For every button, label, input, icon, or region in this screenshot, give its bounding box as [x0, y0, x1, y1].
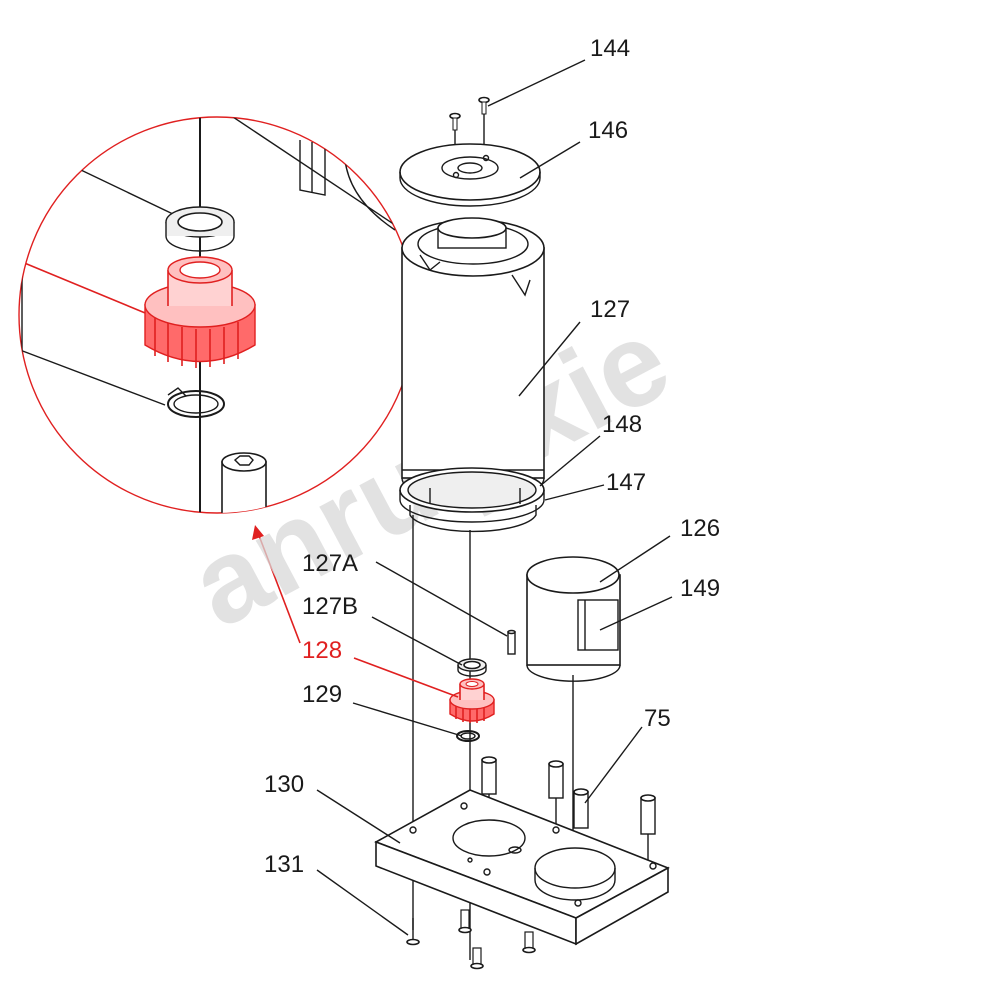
zoom-arrow	[252, 525, 301, 644]
callout-144: 144	[590, 35, 630, 62]
callout-130: 130	[264, 771, 304, 798]
callout-131: 131	[264, 851, 304, 878]
zoom-socket-screw	[221, 452, 267, 513]
callout-127: 127	[590, 296, 630, 323]
callout-labels: 144 146 127 148 147 126 149 127A 127B 12…	[264, 35, 720, 878]
part-148-147-base-rings	[399, 467, 545, 533]
callout-128: 128	[302, 637, 342, 664]
leader-lines	[316, 59, 673, 936]
callout-149: 149	[680, 575, 720, 602]
screw-b	[548, 760, 564, 828]
callout-75: 75	[644, 705, 671, 732]
callout-146: 146	[588, 117, 628, 144]
part-127b-bearing	[457, 658, 487, 677]
callout-129: 129	[302, 681, 342, 708]
zoom-retaining-ring	[167, 387, 225, 418]
detail-zoom-view	[18, 116, 416, 514]
callout-127b: 127B	[302, 593, 358, 620]
part-131-screws	[406, 909, 536, 970]
part-127a-pin	[507, 629, 516, 655]
zoom-bearing-ring	[165, 206, 235, 252]
part-130-base-plate	[374, 789, 670, 946]
part-127-motor	[401, 217, 545, 504]
callout-127a: 127A	[302, 550, 358, 577]
part-126-cup	[526, 556, 621, 682]
part-75-screw	[573, 788, 589, 829]
part-146-cover-plate	[399, 143, 541, 207]
part-128-gear	[449, 678, 495, 723]
screw-d	[640, 794, 656, 862]
callout-147: 147	[606, 469, 646, 496]
callout-126: 126	[680, 515, 720, 542]
zoom-gear-128	[144, 256, 256, 368]
callout-148: 148	[602, 411, 642, 438]
